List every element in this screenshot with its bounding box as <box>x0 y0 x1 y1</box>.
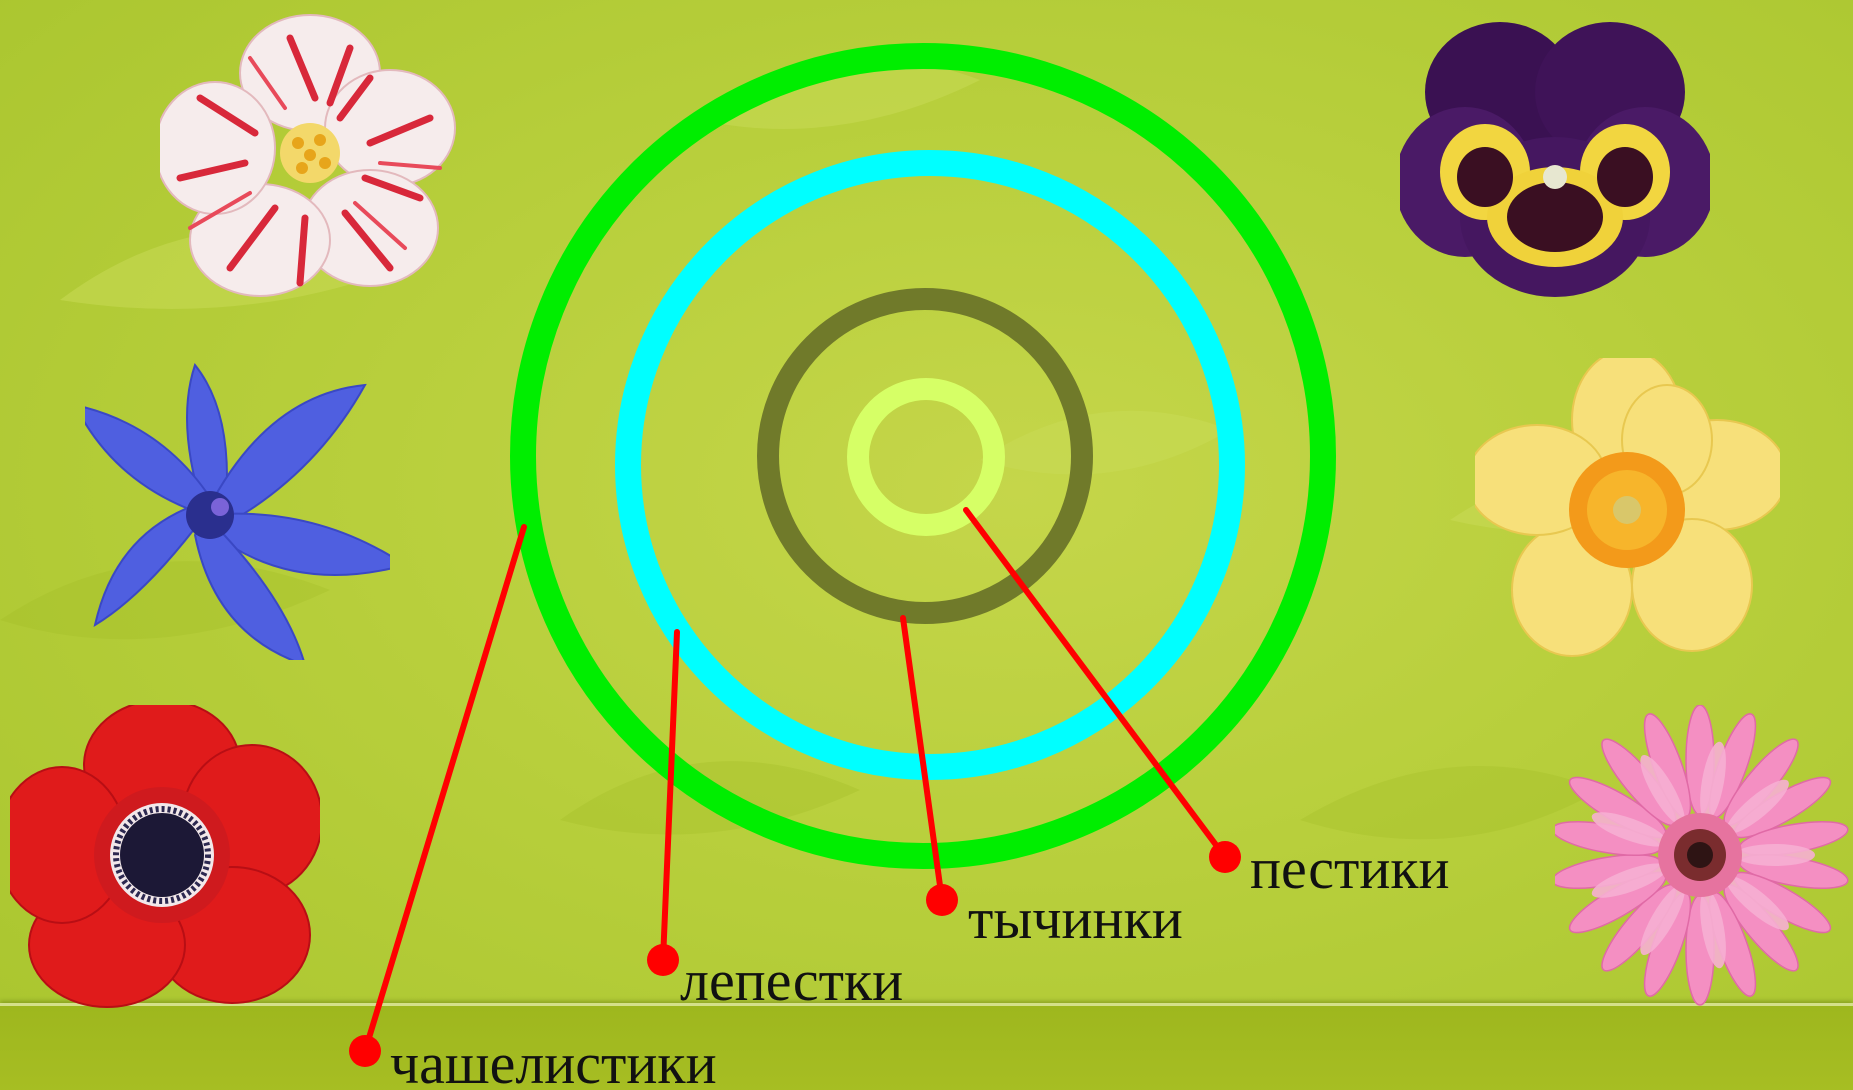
petals-pointer-line <box>663 632 677 960</box>
sepals-pointer-dot <box>349 1035 381 1067</box>
stamens-pointer-dot <box>926 884 958 916</box>
petals-ring <box>628 163 1232 767</box>
sepals-label: чашелистики <box>390 1035 717 1090</box>
petals-label: лепестки <box>680 952 903 1010</box>
pistils-ring <box>858 389 994 525</box>
pistils-pointer-dot <box>1209 841 1241 873</box>
pistils-label: пестики <box>1250 840 1450 898</box>
sepals-pointer-line <box>365 527 524 1051</box>
stamens-ring <box>768 299 1082 613</box>
stamens-label: тычинки <box>968 890 1183 948</box>
petals-pointer-dot <box>647 944 679 976</box>
